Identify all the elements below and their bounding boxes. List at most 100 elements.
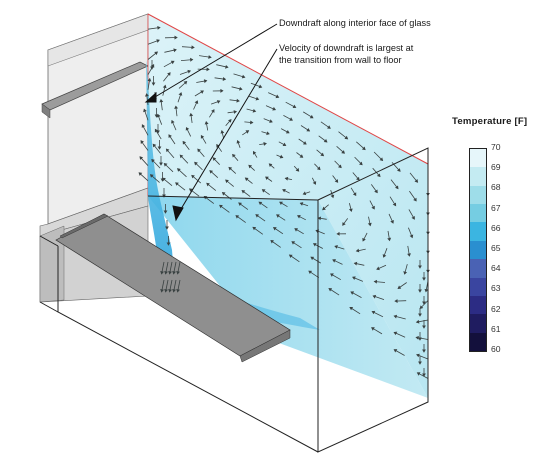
- velocity-arrowhead: [359, 161, 363, 166]
- velocity-arrowhead: [409, 234, 414, 239]
- velocity-arrowhead: [164, 270, 168, 275]
- velocity-arrowhead: [291, 241, 296, 245]
- legend-tick-label: 65: [491, 243, 501, 253]
- velocity-arrowhead: [355, 176, 360, 181]
- velocity-arrowhead: [424, 288, 429, 293]
- velocity-arrowhead: [403, 271, 408, 275]
- velocity-arrowhead: [393, 331, 398, 336]
- velocity-arrowhead: [272, 106, 277, 111]
- velocity-arrowhead: [376, 266, 380, 271]
- velocity-arrowhead: [330, 273, 334, 277]
- velocity-arrowhead: [341, 150, 345, 154]
- legend-swatch: [470, 167, 486, 187]
- velocity-arrowhead: [418, 313, 422, 317]
- velocity-arrowhead: [138, 172, 143, 176]
- velocity-arrowhead: [265, 176, 269, 181]
- velocity-arrowhead: [147, 77, 152, 82]
- velocity-arrowhead: [250, 120, 254, 125]
- legend-tick-label: 61: [491, 323, 501, 334]
- velocity-arrowhead: [190, 57, 194, 62]
- velocity-arrowhead: [252, 226, 257, 231]
- velocity-arrowhead: [337, 164, 342, 169]
- velocity-arrowhead: [219, 204, 223, 209]
- velocity-arrowhead: [376, 173, 381, 178]
- velocity-arrowhead: [352, 276, 356, 281]
- floor-slab: [55, 213, 291, 363]
- velocity-arrowhead: [168, 134, 172, 139]
- velocity-arrowhead: [418, 289, 422, 293]
- velocity-arrowhead: [289, 117, 293, 121]
- velocity-arrowhead: [173, 48, 177, 53]
- velocity-arrowhead: [308, 270, 313, 274]
- velocity-arrowhead: [310, 256, 315, 261]
- velocity-arrowhead: [235, 215, 240, 219]
- velocity-arrowhead: [187, 69, 192, 74]
- callout-line: Velocity of downdraft is largest at: [279, 43, 414, 53]
- velocity-arrowhead: [379, 157, 384, 162]
- velocity-arrowhead: [191, 45, 195, 50]
- velocity-arrowhead: [422, 325, 426, 329]
- velocity-arrowhead: [387, 237, 392, 242]
- callout-downdraft-velocity: Velocity of downdraft is largest at the …: [279, 42, 413, 66]
- velocity-arrowhead: [328, 288, 333, 292]
- callout-leaders: [144, 23, 278, 222]
- velocity-arrowhead: [189, 112, 194, 117]
- velocity-arrowhead: [270, 240, 274, 244]
- velocity-arrowhead: [166, 242, 171, 246]
- velocity-arrowhead: [419, 305, 424, 309]
- velocity-arrowhead: [171, 119, 175, 124]
- velocity-arrowhead: [216, 143, 220, 148]
- velocity-arrowhead: [239, 86, 243, 91]
- legend-tick-label: 68: [491, 182, 501, 193]
- velocity-arrowhead: [168, 288, 172, 293]
- temperature-colorbar: [469, 148, 487, 352]
- velocity-arrowhead: [317, 216, 322, 221]
- velocity-arrowhead: [225, 64, 229, 69]
- velocity-arrowhead: [167, 72, 171, 76]
- velocity-arrowhead: [157, 146, 162, 150]
- velocity-arrowhead: [336, 231, 340, 236]
- velocity-arrowhead: [204, 121, 209, 125]
- velocity-arrowhead: [418, 361, 422, 365]
- velocity-arrowhead: [344, 135, 349, 140]
- velocity-arrowhead: [353, 261, 358, 266]
- velocity-arrowhead: [302, 141, 307, 145]
- velocity-arrowhead: [172, 270, 176, 275]
- legend-tick-label: 62: [491, 303, 501, 314]
- velocity-arrowhead: [422, 349, 426, 353]
- velocity-arrowhead: [382, 254, 387, 258]
- velocity-arrowhead: [183, 80, 188, 85]
- velocity-arrowhead: [394, 299, 398, 304]
- callout-line: Downdraft along interior face of glass: [279, 18, 431, 28]
- interior-wall: [39, 13, 149, 303]
- velocity-arrowhead: [233, 110, 238, 114]
- legend-tick-label: 66: [491, 222, 501, 233]
- velocity-arrowhead: [222, 77, 227, 81]
- velocity-arrowhead: [200, 90, 204, 94]
- velocity-arrowhead: [139, 156, 144, 160]
- velocity-arrowhead: [266, 131, 270, 136]
- velocity-arrowhead: [285, 129, 290, 134]
- velocity-arrowhead: [422, 277, 426, 281]
- velocity-arrowhead: [151, 158, 155, 163]
- velocity-arrowhead: [352, 192, 357, 197]
- velocity-arrowhead: [236, 98, 240, 103]
- velocity-arrowhead: [238, 202, 242, 207]
- legend-swatch: [470, 222, 486, 242]
- velocity-arrowhead: [248, 164, 253, 169]
- velocity-arrowhead: [141, 124, 146, 128]
- velocity-arrowhead: [255, 96, 260, 101]
- velocity-arrowhead: [228, 166, 233, 171]
- velocity-arrowhead: [284, 176, 289, 181]
- velocity-arrowhead: [175, 182, 179, 186]
- legend-swatch: [470, 277, 486, 297]
- velocity-arrowhead: [176, 270, 180, 275]
- velocity-arrowhead: [245, 130, 250, 134]
- velocity-arrowhead: [350, 291, 355, 295]
- velocity-arrowhead: [206, 67, 210, 72]
- velocity-arrowhead: [206, 182, 210, 187]
- velocity-arrowhead: [282, 142, 287, 147]
- velocity-arrowhead: [194, 100, 199, 104]
- legend-swatch: [470, 295, 486, 315]
- velocity-arrowhead: [334, 245, 338, 249]
